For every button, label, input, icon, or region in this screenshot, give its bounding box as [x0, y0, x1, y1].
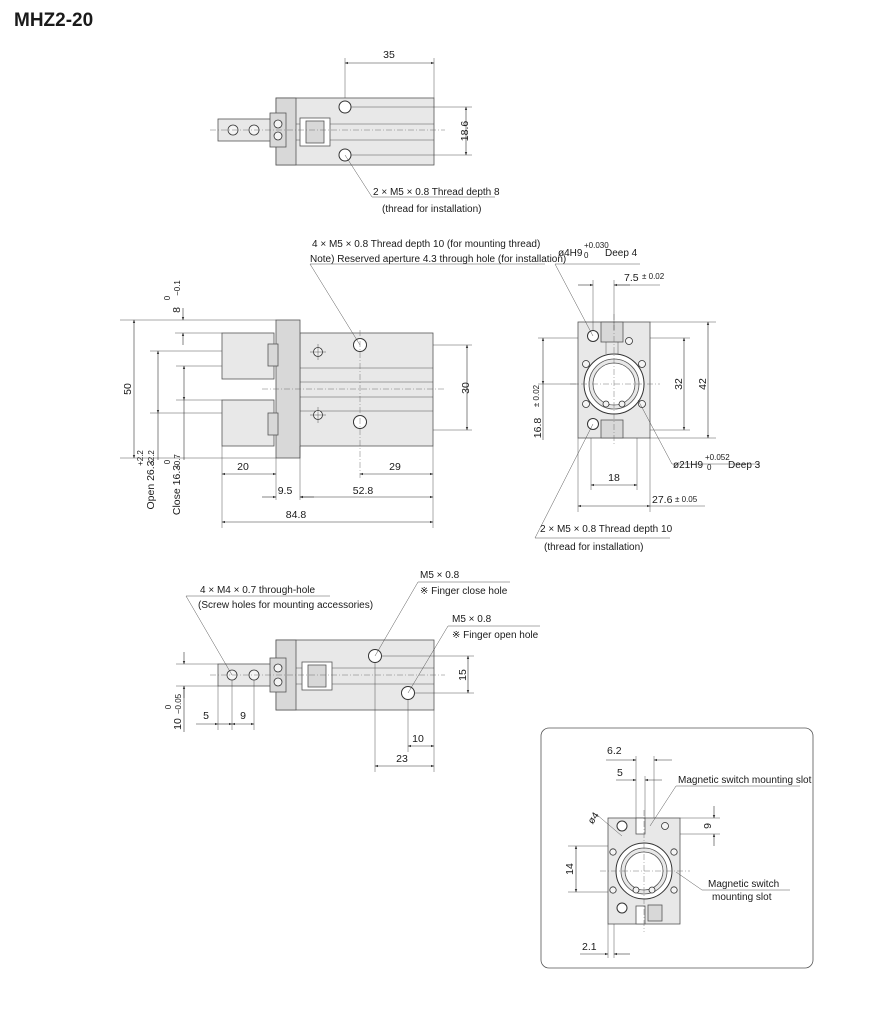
side-dim-30: 30 [460, 382, 472, 394]
detail-dim-9: 9 [702, 823, 714, 829]
bottom-view: 4 × M4 × 0.7 through-hole (Screw holes f… [164, 570, 540, 772]
bottom-note-c: M5 × 0.8 [452, 614, 492, 625]
end-spigot-tol-upper: +0.052 [705, 453, 730, 462]
top-dim-18-6: 18.6 [459, 121, 471, 142]
side-finger-lower [221, 399, 275, 447]
end-dim-32: 32 [673, 378, 685, 390]
bottom-tol-10-lower: −0.05 [174, 693, 183, 714]
detail-dim-o4: ø4 [586, 810, 602, 826]
end-tol-7-5: ± 0.02 [642, 272, 665, 281]
top-thread-note-sub: (thread for installation) [382, 204, 482, 215]
end-thread-note: 2 × M5 × 0.8 Thread depth 10 [540, 524, 673, 535]
detail-slot-label-2b: mounting slot [712, 892, 772, 903]
top-view: 35 18.6 2 × M5 × 0.8 Thread depth 8 (thr… [210, 49, 500, 215]
end-dim-27-6: 27.6 [652, 494, 673, 506]
detail-dim-14: 14 [564, 863, 576, 875]
end-bore-label: ø4H9 [558, 248, 583, 259]
end-dim-7-5: 7.5 [624, 272, 639, 284]
side-dim-20: 20 [237, 461, 249, 473]
end-tol-27-6: ± 0.05 [675, 495, 698, 504]
side-thread-note: 4 × M5 × 0.8 Thread depth 10 (for mounti… [312, 239, 540, 250]
bottom-note-c-sub: ※ Finger open hole [452, 630, 539, 641]
end-dim-16-8: 16.8 [532, 418, 544, 439]
side-dim-52-8: 52.8 [353, 485, 374, 497]
top-mount-hole [338, 100, 352, 114]
end-dim-42: 42 [697, 378, 709, 390]
bottom-note-a: 4 × M4 × 0.7 through-hole [200, 585, 316, 596]
top-thread-note: 2 × M5 × 0.8 Thread depth 8 [373, 187, 500, 198]
detail-mount-hole [616, 902, 628, 914]
detail-slot-label-2a: Magnetic switch [708, 879, 779, 890]
detail-frame [540, 727, 814, 969]
bottom-note-b-sub: ※ Finger close hole [420, 586, 508, 597]
end-dim-18: 18 [608, 472, 620, 484]
drawing-title: MHZ2-20 [14, 10, 93, 31]
side-dim-8: 8 [171, 307, 183, 313]
side-dim-50: 50 [122, 383, 134, 395]
detail-view: 6.2 5 Magnetic switch mounting slot ø4 9… [540, 727, 814, 969]
detail-slot-top [635, 817, 646, 835]
side-close-label: Close 16.3 [171, 465, 183, 515]
bottom-dim-23: 23 [396, 753, 408, 765]
side-dim-84-8: 84.8 [286, 509, 307, 521]
bottom-note-b: M5 × 0.8 [420, 570, 460, 581]
bottom-dim-10b: 10 [412, 733, 424, 745]
side-finger-upper [221, 332, 275, 380]
detail-dim-6-2: 6.2 [607, 745, 622, 757]
end-spigot-tol-lower: 0 [707, 463, 712, 472]
side-tol-8-lower: −0.1 [173, 280, 182, 296]
side-dim-29: 29 [389, 461, 401, 473]
detail-slot-bottom [635, 905, 646, 925]
detail-dim-2-1: 2.1 [582, 941, 597, 953]
side-tol-8-upper: 0 [163, 295, 172, 300]
end-spigot-depth: Deep 3 [728, 460, 761, 471]
detail-dim-5: 5 [617, 767, 623, 779]
side-dim-9-5: 9.5 [278, 485, 293, 497]
bottom-note-a-sub: (Screw holes for mounting accessories) [198, 600, 373, 611]
bottom-dim-10: 10 [172, 718, 184, 730]
side-aperture-note: Note) Reserved aperture 4.3 through hole… [310, 254, 566, 265]
bottom-dim-15: 15 [457, 669, 469, 681]
side-open-label: Open 26.3 [145, 460, 157, 509]
bottom-tol-10-upper: 0 [164, 704, 173, 709]
end-bore-tol-lower: 0 [584, 251, 589, 260]
bottom-dim-5: 5 [203, 710, 209, 722]
side-close-tol-lower: −0.7 [173, 454, 182, 470]
end-tol-16-8: ± 0.02 [532, 384, 541, 407]
end-bore-depth: Deep 4 [605, 248, 638, 259]
end-view: ø4H9 +0.030 0 Deep 4 7.5 ± 0.02 32 42 16… [532, 241, 761, 553]
detail-pin-hole [616, 820, 628, 832]
side-open-tol-upper: +2.2 [136, 450, 145, 466]
side-close-tol-upper: 0 [163, 459, 172, 464]
end-spigot-label: ø21H9 [673, 460, 703, 471]
end-bore-tol-upper: +0.030 [584, 241, 609, 250]
end-thread-note-sub: (thread for installation) [544, 542, 644, 553]
bottom-dim-9: 9 [240, 710, 246, 722]
detail-slot-label-1: Magnetic switch mounting slot [678, 775, 812, 786]
side-view: 4 × M5 × 0.8 Thread depth 10 (for mounti… [120, 239, 566, 528]
top-dim-35: 35 [383, 49, 395, 61]
side-open-tol-lower: −2.2 [147, 450, 156, 466]
